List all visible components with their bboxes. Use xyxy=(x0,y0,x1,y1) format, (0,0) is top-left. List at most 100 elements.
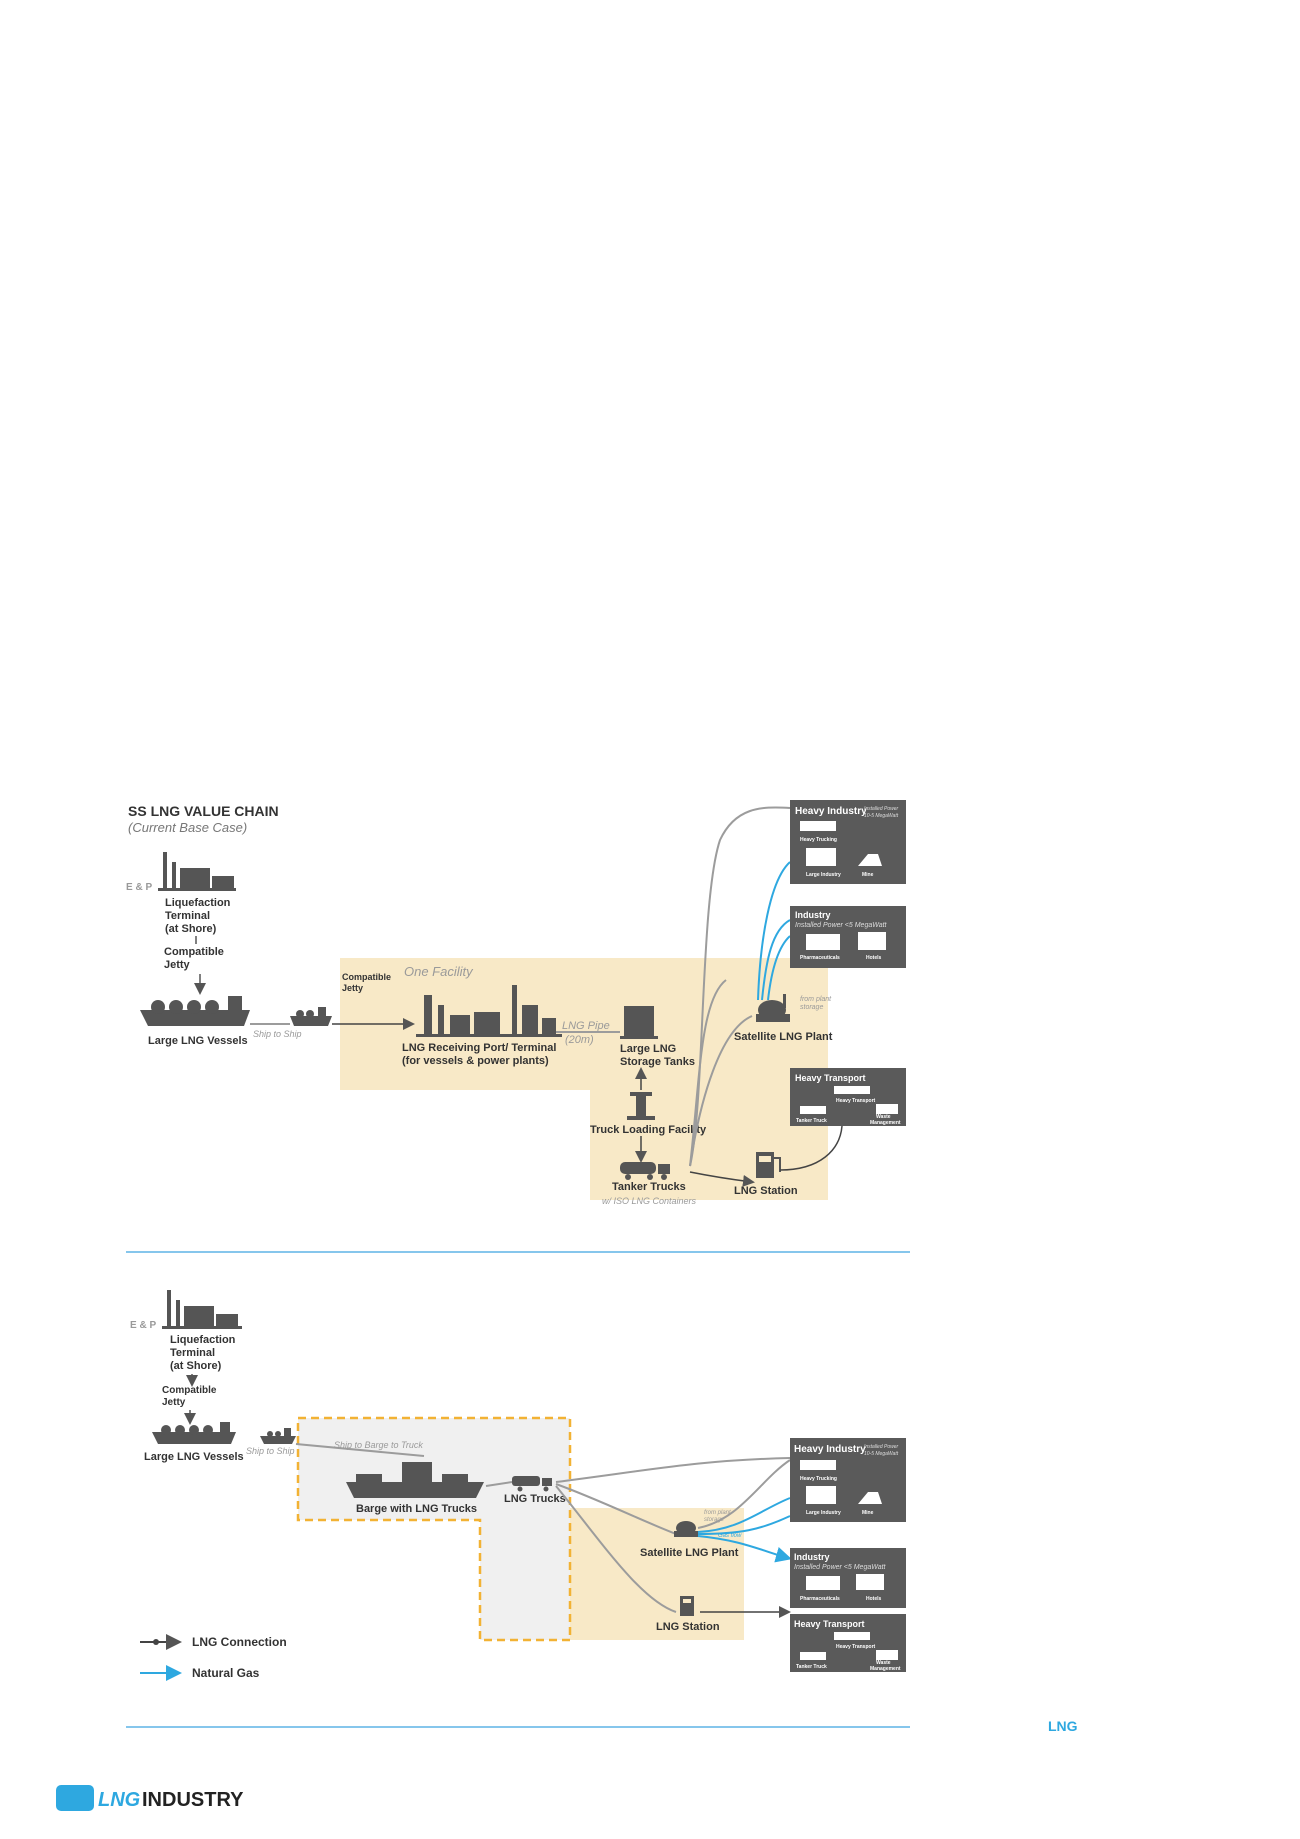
trucks-to-satellite-line xyxy=(689,1015,753,1167)
bottom-heavy-transport-box: Heavy Transport Heavy Transport Tanker T… xyxy=(790,1614,906,1672)
liquefaction-line-2: Terminal xyxy=(165,910,210,922)
compatible-jetty-right-1: Compatible xyxy=(342,972,391,982)
waste-item-1: Waste xyxy=(876,1114,891,1120)
ep-label: E & P xyxy=(126,882,152,893)
waste-item-b2: Management xyxy=(870,1666,901,1672)
large-lng-vessel-icon-bottom xyxy=(152,1422,236,1444)
diagram-subtitle: (Current Base Case) xyxy=(128,820,247,835)
heavy-industry-power-2: 10-5 MegaWatt xyxy=(864,813,899,819)
trucks-to-station-arrow xyxy=(689,1171,755,1187)
heavy-trucking-label: Heavy Trucking xyxy=(800,837,837,843)
top-heavy-industry-box: Heavy Industry Installed Power 10-5 Mega… xyxy=(790,800,906,884)
hotels-label: Hotels xyxy=(866,955,882,961)
liquefaction-terminal-icon-bottom xyxy=(162,1290,242,1329)
compatible-jetty-left-1: Compatible xyxy=(164,946,224,958)
one-facility-label: One Facility xyxy=(404,964,474,979)
waste-item-b1: Waste xyxy=(876,1660,891,1666)
compatible-jetty-bottom-2: Jetty xyxy=(162,1397,186,1408)
trucks-to-industry-line xyxy=(689,979,727,1167)
lng-station-icon xyxy=(756,1152,781,1178)
ship-to-barge-label: Ship to Barge to Truck xyxy=(334,1440,423,1450)
iso-containers-label: w/ ISO LNG Containers xyxy=(602,1196,697,1206)
liquefaction-terminal-icon xyxy=(158,852,236,891)
receiving-terminal-icon xyxy=(416,985,562,1037)
barge-dashed-outline xyxy=(296,1416,572,1642)
satellite-to-industry-gas-1 xyxy=(757,861,791,1001)
compatible-jetty-right-2: Jetty xyxy=(342,983,363,993)
satellite-plant-label: Satellite LNG Plant xyxy=(734,1031,833,1043)
large-industry-label-b: Large Industry xyxy=(806,1510,841,1516)
heavy-industry-power-b2: 10-5 MegaWatt xyxy=(864,1451,899,1457)
top-heavy-transport-box: Heavy Transport Heavy Transport Tanker T… xyxy=(790,1068,906,1126)
tanker-truck-item: Tanker Truck xyxy=(796,1118,827,1124)
legend: LNG Connection Natural Gas xyxy=(140,1634,287,1681)
hotels-label-b: Hotels xyxy=(866,1596,882,1602)
lng-trucks-label: LNG Trucks xyxy=(504,1493,566,1505)
storage-tanks-line-2: Storage Tanks xyxy=(620,1056,695,1068)
satellite-plant-bottom-label: Satellite LNG Plant xyxy=(640,1547,739,1559)
logo-industry: INDUSTRY xyxy=(142,1789,244,1811)
heavy-transport-item-b: Heavy Transport xyxy=(836,1644,876,1650)
lng-connection-label: LNG Connection xyxy=(192,1635,287,1649)
bottom-heavy-industry-box: Heavy Industry Installed Power 10-5 Mega… xyxy=(790,1438,906,1522)
heavy-industry-power-b1: Installed Power xyxy=(864,1444,899,1450)
top-diagram: SS LNG VALUE CHAIN (Current Base Case) E… xyxy=(126,800,906,1206)
ship-to-ship-label: Ship to Ship xyxy=(253,1029,302,1039)
industry-power-b: Installed Power <5 MegaWatt xyxy=(794,1564,887,1571)
industry-title-b: Industry xyxy=(794,1552,830,1562)
ep-label-bottom: E & P xyxy=(130,1320,156,1331)
pharmaceuticals-label-b: Pharmaceuticals xyxy=(800,1596,840,1602)
truck-loading-icon xyxy=(627,1092,655,1120)
natural-gas-label: Natural Gas xyxy=(192,1666,260,1680)
page-tag: LNG xyxy=(1048,1718,1078,1734)
barge-area xyxy=(298,1418,570,1640)
liquefaction-line-3: (at Shore) xyxy=(165,923,217,935)
liquefaction-line-1: Liquefaction xyxy=(165,897,231,909)
pharmaceuticals-label: Pharmaceuticals xyxy=(800,955,840,961)
trucks-to-station-bottom xyxy=(555,1485,677,1613)
satellite-gas-line-3 xyxy=(697,1535,792,1563)
trucks-to-satellite-bottom xyxy=(555,1483,677,1535)
satellite-plant-icon-bottom xyxy=(674,1521,698,1537)
diagram-title: SS LNG VALUE CHAIN xyxy=(128,803,279,819)
receiving-port-line-2: (for vessels & power plants) xyxy=(402,1055,549,1067)
tanker-trucks-label: Tanker Trucks xyxy=(612,1181,686,1193)
heavy-transport-title-b: Heavy Transport xyxy=(794,1619,865,1629)
gas-flow-label: Gas flow xyxy=(718,1533,742,1539)
from-plant-storage-b1: from plant xyxy=(704,1510,731,1516)
storage-tanks-line-1: Large LNG xyxy=(620,1043,676,1055)
small-vessel-icon xyxy=(290,1007,332,1026)
ship-to-ship-bottom: Ship to Ship xyxy=(246,1446,295,1456)
liquefaction-bottom-2: Terminal xyxy=(170,1347,215,1359)
ship-to-barge-line xyxy=(295,1443,425,1457)
lng-station-label: LNG Station xyxy=(734,1185,798,1197)
lng-industry-logo: LNG INDUSTRY xyxy=(56,1785,244,1811)
lng-station-icon-bottom xyxy=(680,1596,694,1616)
waste-item-2: Management xyxy=(870,1120,901,1126)
receiving-port-line-1: LNG Receiving Port/ Terminal xyxy=(402,1042,556,1054)
large-lng-vessel-icon xyxy=(140,996,250,1026)
satellite-plant-icon xyxy=(756,994,790,1022)
station-to-transport-line xyxy=(779,1125,843,1171)
industry-power: Installed Power <5 MegaWatt xyxy=(795,922,888,929)
trucks-to-heavy-industry-bottom xyxy=(555,1457,791,1483)
satellite-to-industry-gas-2 xyxy=(761,919,791,1001)
bottom-diagram: E & P Liquefaction Terminal (at Shore) C… xyxy=(130,1290,906,1681)
storage-tank-icon xyxy=(620,1006,658,1039)
large-vessels-label: Large LNG Vessels xyxy=(148,1035,248,1047)
liquefaction-bottom-3: (at Shore) xyxy=(170,1360,222,1372)
satellite-to-industry-gas-3 xyxy=(767,935,791,1001)
from-plant-storage-b2: storage xyxy=(704,1517,725,1523)
lng-station-bottom-label: LNG Station xyxy=(656,1621,720,1633)
truck-loading-label: Truck Loading Facility xyxy=(590,1124,707,1136)
industry-title: Industry xyxy=(795,910,831,920)
tanker-truck-icon xyxy=(620,1162,670,1180)
large-industry-label: Large Industry xyxy=(806,872,841,878)
heavy-trucking-label-b: Heavy Trucking xyxy=(800,1476,837,1482)
barge-icon xyxy=(346,1462,484,1498)
tanker-truck-item-b: Tanker Truck xyxy=(796,1664,827,1670)
heavy-industry-title: Heavy Industry xyxy=(795,806,867,817)
heavy-transport-item: Heavy Transport xyxy=(836,1098,876,1104)
mine-label-b: Mine xyxy=(862,1510,874,1516)
